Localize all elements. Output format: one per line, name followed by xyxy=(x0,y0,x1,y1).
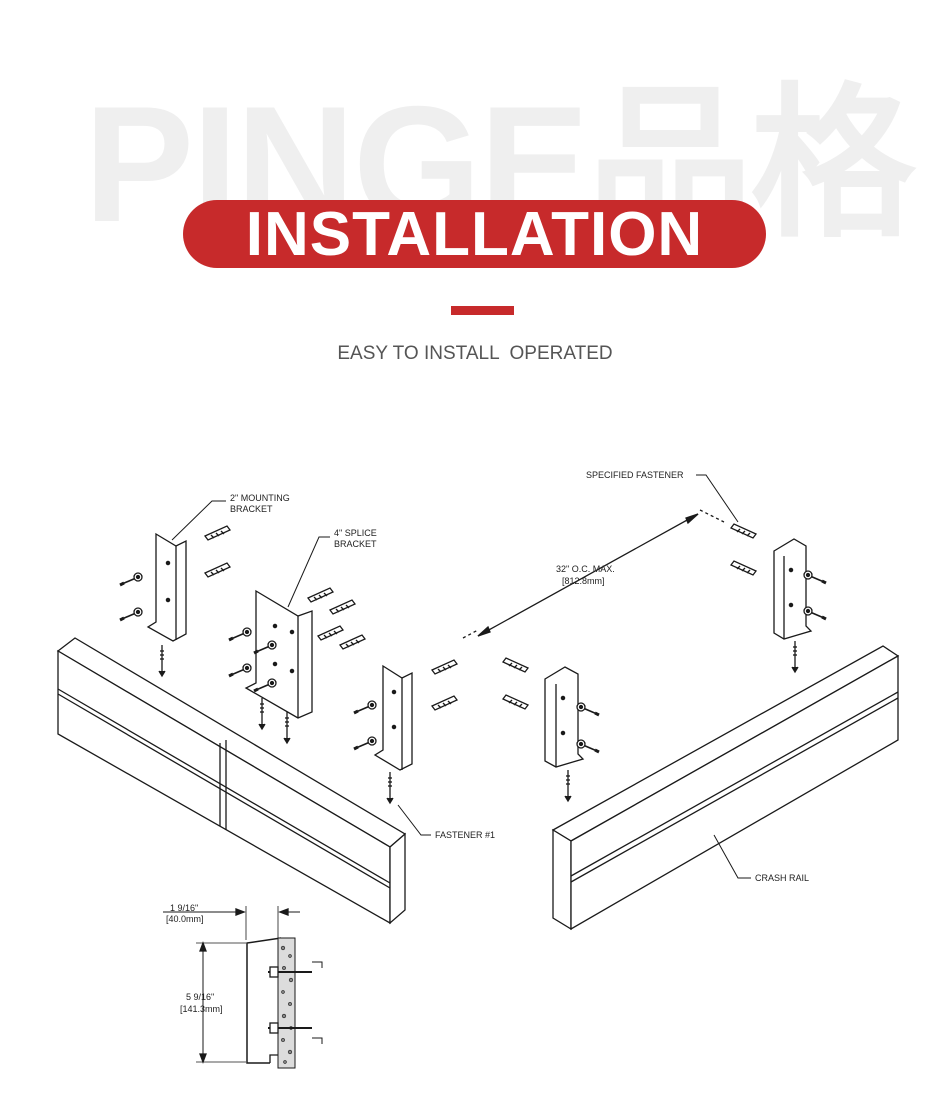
splice-bracket xyxy=(227,587,366,744)
left-crash-rail xyxy=(56,637,407,925)
splice-bracket-label-line2: BRACKET xyxy=(334,539,377,549)
section-detail xyxy=(163,906,323,1069)
depth-dimension-label-line2: [40.0mm] xyxy=(166,914,204,924)
mounting-bracket-center-right xyxy=(502,657,601,802)
mounting-bracket-left xyxy=(118,525,231,677)
mounting-bracket-center-left xyxy=(352,659,458,804)
mounting-bracket-label-line1: 2" MOUNTING xyxy=(230,493,290,503)
spacing-dimension xyxy=(462,509,725,639)
label-leaders xyxy=(171,474,751,879)
section-title: INSTALLATION xyxy=(245,199,704,269)
mounting-bracket-label-line2: BRACKET xyxy=(230,504,273,514)
spacing-label-line2: [812.8mm] xyxy=(562,576,605,586)
crash-rail-label: CRASH RAIL xyxy=(755,873,809,883)
splice-bracket-label-line1: 4" SPLICE xyxy=(334,528,377,538)
right-crash-rail xyxy=(551,645,900,931)
spacing-label-line1: 32" O.C. MAX. xyxy=(556,564,615,574)
depth-dimension-label-line1: 1 9/16" xyxy=(170,903,198,913)
mounting-bracket-right xyxy=(730,523,828,673)
height-dimension-label-line1: 5 9/16" xyxy=(186,992,214,1002)
accent-divider xyxy=(451,306,514,315)
height-dimension-label-line2: [141.3mm] xyxy=(180,1004,223,1014)
specified-fastener-label: SPECIFIED FASTENER xyxy=(586,470,684,480)
section-subtitle: EASY TO INSTALL OPERATED xyxy=(337,343,613,364)
fastener-1-label: FASTENER #1 xyxy=(435,830,495,840)
section-title-banner: INSTALLATION xyxy=(183,199,766,269)
